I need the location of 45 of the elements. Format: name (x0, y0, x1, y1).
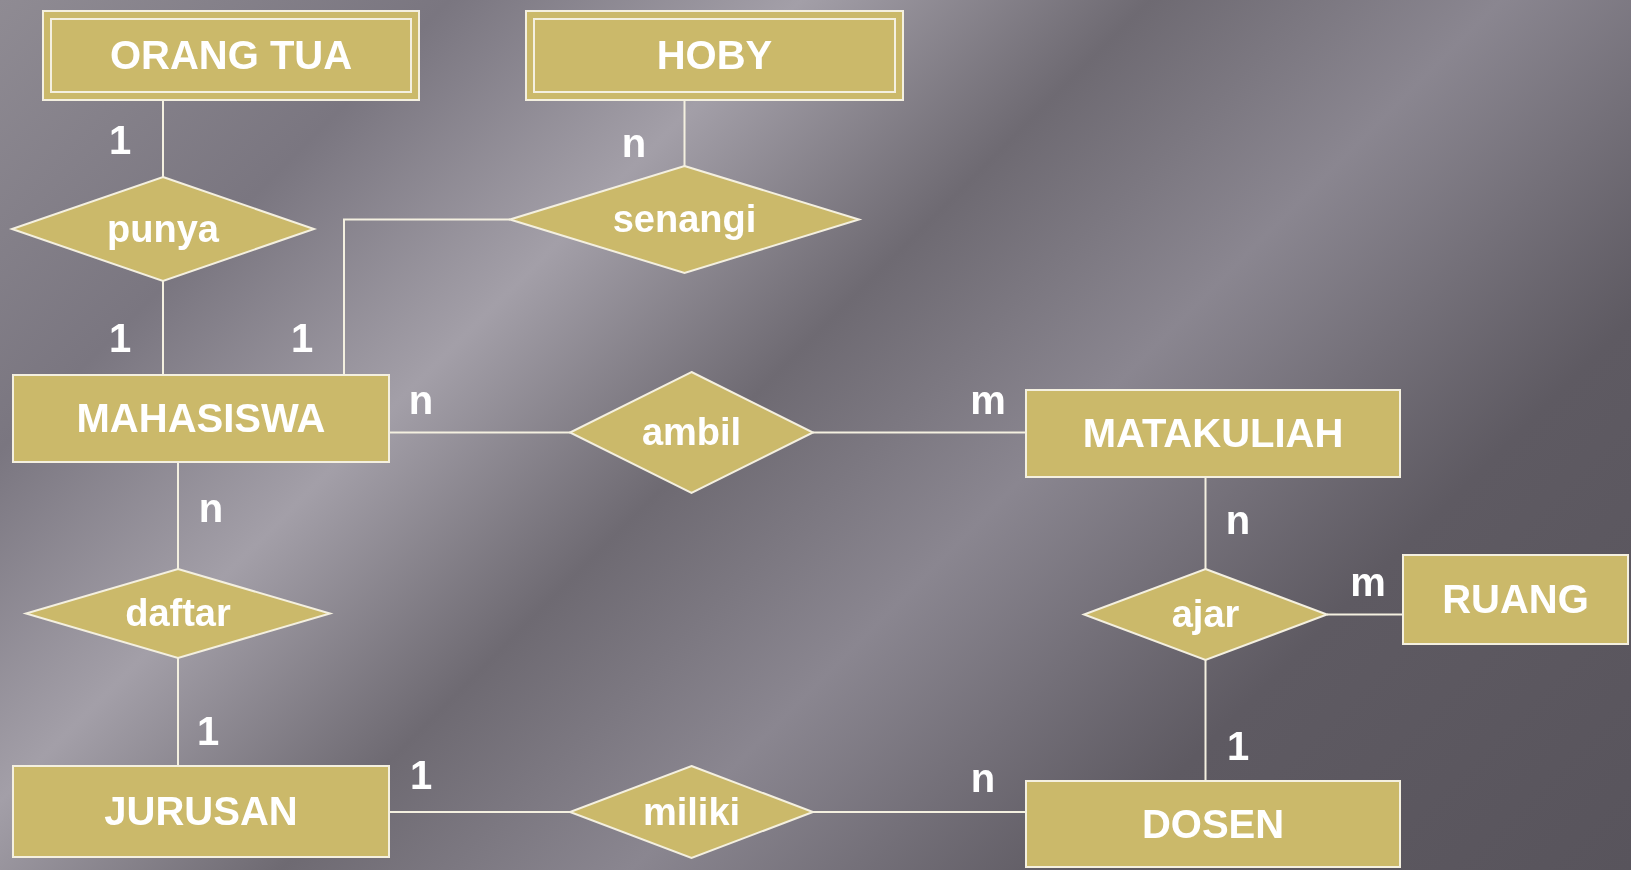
relationship-label: punya (107, 207, 219, 251)
relationship-label: miliki (642, 790, 741, 834)
cardinality-label: 1 (196, 711, 220, 751)
cardinality-label: n (408, 380, 434, 420)
cardinality-label: m (1350, 562, 1386, 602)
entity-box (1025, 780, 1401, 868)
cardinality-label: 1 (1226, 726, 1250, 766)
cardinality-label: n (198, 488, 224, 528)
cardinality-label: n (1225, 500, 1251, 540)
cardinality-label: 1 (409, 755, 433, 795)
cardinality-label: m (970, 380, 1006, 420)
connector-line (683, 100, 686, 167)
connector-line (812, 811, 1026, 813)
connector-line (1326, 613, 1403, 616)
entity-label: HOBY (656, 33, 773, 78)
entity-box (1025, 389, 1401, 478)
connector-line (177, 657, 179, 766)
entity-label: MAHASISWA (76, 396, 326, 441)
entity-label: MATAKULIAH (1082, 411, 1344, 456)
connector-line (162, 280, 164, 375)
cardinality-label: n (621, 123, 647, 163)
entity-label: RUANG (1442, 577, 1589, 622)
weak-entity-box (525, 10, 904, 101)
cardinality-label: 1 (290, 318, 314, 358)
cardinality-label: n (970, 758, 996, 798)
connector-line (389, 811, 571, 813)
relationship-label: senangi (612, 198, 757, 241)
entity-box (12, 374, 390, 463)
entity-box (1402, 554, 1629, 645)
connector-line (343, 218, 511, 375)
connector-line (1204, 477, 1207, 570)
cardinality-label: 1 (108, 120, 132, 160)
entity-label: JURUSAN (104, 789, 298, 834)
connector-line (389, 431, 571, 434)
connector-line (177, 462, 179, 570)
entity-label: ORANG TUA (109, 33, 353, 78)
entity-label: DOSEN (1141, 801, 1285, 847)
connector-line (1204, 659, 1207, 781)
entity-box (12, 765, 390, 858)
relationship-label: ajar (1171, 593, 1240, 636)
connector-line (162, 100, 164, 178)
weak-entity-box (42, 10, 420, 101)
connector-line (812, 431, 1026, 434)
cardinality-label: 1 (108, 318, 132, 358)
relationship-label: ambil (641, 411, 742, 454)
